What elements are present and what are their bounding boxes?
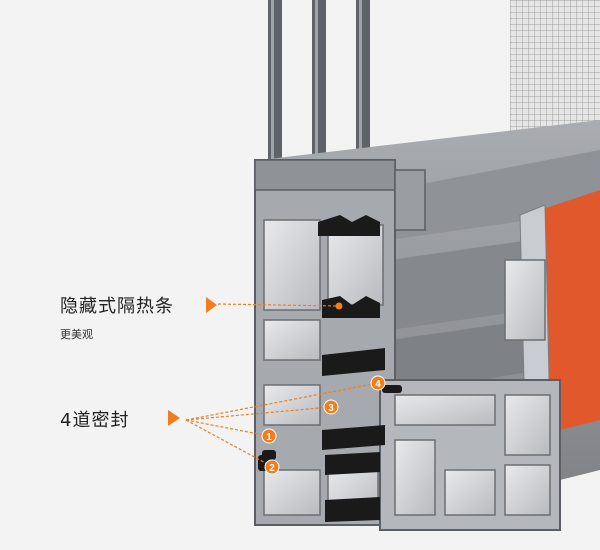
sash-chambers (504, 259, 546, 341)
svg-text:3: 3 (328, 403, 334, 414)
numbered-circle-icon: 1 (261, 428, 277, 444)
thermal-break-strips (318, 215, 385, 522)
seal-gaskets (258, 385, 402, 471)
frame-lower-face (379, 379, 561, 531)
numbered-circle-icon: 3 (323, 399, 339, 415)
hidden-strip-subtitle: 更美观 (60, 328, 93, 341)
svg-text:4: 4 (375, 379, 381, 390)
hidden-strip-target-dot (335, 302, 343, 310)
seals-title: 4道密封 (60, 410, 130, 431)
glass-panes (268, 0, 370, 175)
callout-leader-lines (185, 303, 379, 467)
triangle-right-icon (168, 410, 180, 426)
hidden-strip-title: 隐藏式隔热条 (60, 296, 174, 317)
triangle-right-icon (206, 297, 217, 313)
svg-text:2: 2 (269, 463, 275, 474)
svg-text:1: 1 (266, 432, 272, 443)
numbered-circle-icon: 4 (370, 375, 386, 391)
numbered-circle-icon: 2 (264, 459, 280, 475)
